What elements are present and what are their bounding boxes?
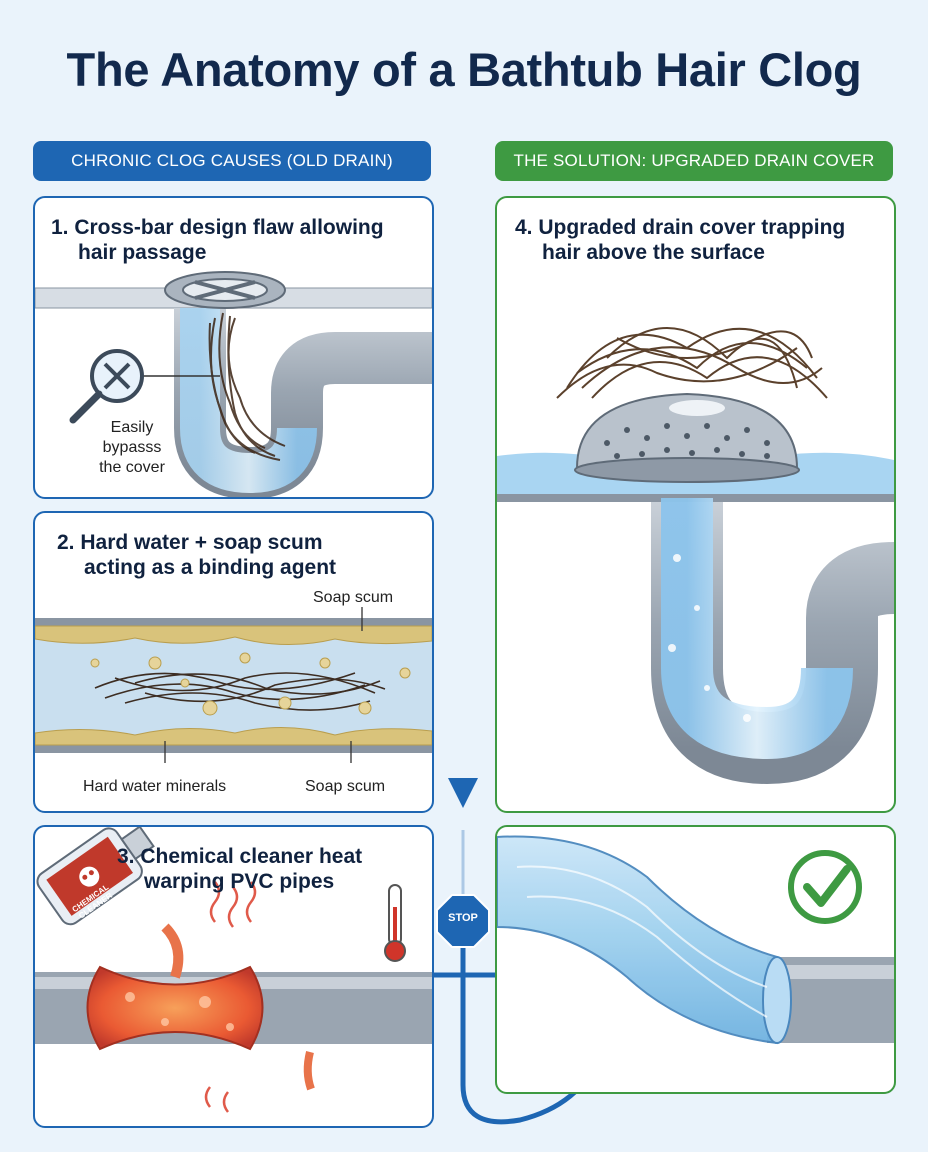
label-soap-scum-top: Soap scum bbox=[313, 589, 394, 606]
panel-upgraded-cover: 4. Upgraded drain cover trapping hair ab… bbox=[495, 196, 896, 813]
panel-3-title-line1: 3. Chemical cleaner heat bbox=[117, 845, 363, 868]
warped-section bbox=[86, 965, 264, 1051]
panel-2-title-line2: acting as a binding agent bbox=[84, 556, 337, 579]
panel-1-title-line2: hair passage bbox=[78, 241, 207, 264]
header-chronic-causes: CHRONIC CLOG CAUSES (OLD DRAIN) bbox=[33, 141, 431, 181]
mineral-particles bbox=[90, 652, 411, 716]
label-soap-scum-bottom: Soap scum bbox=[305, 778, 386, 795]
panel-3-title-line2: warping PVC pipes bbox=[144, 870, 335, 893]
panel-chemical-cleaner: 3. Chemical cleaner heat warping PVC pip… bbox=[33, 825, 434, 1128]
checkmark-circle-icon bbox=[788, 850, 862, 924]
heat-waves bbox=[204, 881, 257, 1113]
thermometer-icon bbox=[384, 884, 406, 962]
panel-4-title-line2: hair above the surface bbox=[542, 241, 765, 264]
panel-1-title-line1: 1. Cross-bar design flaw allowing bbox=[51, 216, 384, 239]
panel-4-title-line1: 4. Upgraded drain cover trapping bbox=[515, 216, 846, 239]
panel-2-title-line1: 2. Hard water + soap scum bbox=[57, 531, 323, 554]
soap-scum-top bbox=[35, 625, 432, 646]
down-arrow-head bbox=[448, 778, 478, 808]
page-title: The Anatomy of a Bathtub Hair Clog bbox=[66, 43, 862, 96]
panel-2-title: 2. Hard water + soap scum acting as a bi… bbox=[57, 530, 427, 580]
bypass-callout-line1: Easily bbox=[110, 419, 154, 436]
panel-1-title: 1. Cross-bar design flaw allowing hair p… bbox=[51, 215, 421, 265]
upgraded-cover-illustration bbox=[497, 327, 894, 785]
panel-hard-water: 2. Hard water + soap scum acting as a bi… bbox=[33, 511, 434, 813]
bypass-callout-line2: bypasss bbox=[102, 439, 162, 456]
skull-icon bbox=[79, 866, 100, 887]
warped-pipe-illustration bbox=[35, 827, 432, 1113]
binding-agent-illustration bbox=[35, 607, 432, 763]
label-hard-water-minerals: Hard water minerals bbox=[83, 778, 227, 795]
panel-clean-pipe bbox=[495, 825, 896, 1094]
crossbar-drain-illustration bbox=[35, 271, 432, 497]
chemical-bottle bbox=[36, 827, 155, 926]
header-solution: THE SOLUTION: UPGRADED DRAIN COVER bbox=[495, 141, 893, 181]
panel-crossbar-flaw: 1. Cross-bar design flaw allowing hair p… bbox=[33, 196, 434, 499]
trapped-hair bbox=[556, 327, 828, 399]
panel-3-title: 3. Chemical cleaner heat warping PVC pip… bbox=[117, 844, 417, 894]
minerals-bottom bbox=[35, 726, 432, 746]
clean-pipe-illustration bbox=[497, 835, 894, 1045]
mesh-drain-cover bbox=[575, 392, 799, 469]
stop-sign-label: STOP bbox=[448, 912, 478, 924]
hair-mass bbox=[94, 672, 386, 711]
bypass-callout: Easily bypasss the cover bbox=[85, 418, 179, 478]
panel-4-title: 4. Upgraded drain cover trapping hair ab… bbox=[515, 215, 885, 265]
hair-strands bbox=[208, 312, 286, 461]
bypass-callout-line3: the cover bbox=[99, 459, 165, 476]
